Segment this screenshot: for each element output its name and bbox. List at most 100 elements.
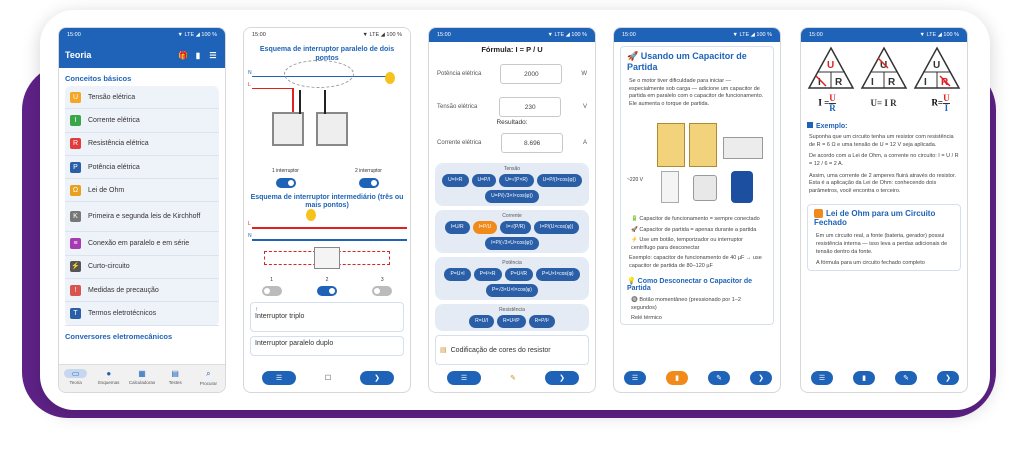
topic-icon: Ω: [70, 184, 81, 196]
voltage-label: ~220 V: [627, 176, 643, 183]
nav-icon: ▭: [64, 369, 88, 378]
status-time: 15:00: [809, 32, 823, 38]
topic-icon: K: [70, 211, 81, 223]
nav-label: Esquemas: [98, 380, 120, 385]
formula-button[interactable]: I=P/U: [472, 221, 498, 234]
theory-item[interactable]: ≡Conexão em paralelo e em série: [65, 232, 219, 256]
pencil-icon[interactable]: ✎: [510, 375, 516, 382]
formula-button[interactable]: U=√(P×R): [499, 174, 534, 187]
field-voltage-input[interactable]: 230: [499, 96, 562, 117]
switch-1-toggle[interactable]: [275, 177, 296, 188]
formula-button[interactable]: P=√3×U×I×cos(φ): [486, 284, 538, 297]
nav-icon: ⌕: [206, 369, 211, 378]
list-button[interactable]: ☰: [811, 371, 833, 385]
formula-group-title: Tensão: [503, 166, 521, 172]
menu-icon[interactable]: ☰: [209, 50, 217, 60]
formula-button[interactable]: P=U²/R: [504, 268, 534, 281]
next-button[interactable]: ❯: [360, 371, 394, 385]
link-resistor-colors[interactable]: ▤ Codificação de cores do resistor: [435, 335, 589, 365]
topic-icon: ⚡: [70, 261, 81, 273]
status-icons: ▼ LTE ◢ 100 %: [547, 32, 587, 38]
theory-item-label: Termos eletrotécnicos: [88, 310, 157, 318]
nav-label: Testes: [168, 380, 182, 385]
label-l: L: [248, 81, 251, 88]
closed-circuit-text-2: A fórmula para um circuito fechado compl…: [816, 260, 925, 267]
status-bar: 15:00 ▼ LTE ◢ 100 %: [429, 28, 595, 42]
gift-icon[interactable]: 🎁: [178, 50, 188, 60]
link-resistor-colors-label: Codificação de cores do resistor: [450, 346, 551, 354]
next-button[interactable]: ❯: [545, 371, 579, 385]
formula-button[interactable]: P=I²×R: [473, 268, 502, 281]
bookmark-button[interactable]: ▮: [853, 371, 875, 385]
formula-button[interactable]: R=U/I: [469, 315, 495, 328]
switch-toggles: [244, 177, 410, 188]
theory-item-label: Resistência elétrica: [88, 140, 149, 148]
switch-2-toggle[interactable]: [316, 286, 337, 296]
nav-icon: ▦: [138, 369, 146, 378]
theory-item[interactable]: !Medidas de precaução: [65, 279, 219, 303]
nav-item[interactable]: ▭ Teoria: [59, 365, 92, 392]
formula-button[interactable]: R=U²/P: [497, 315, 526, 328]
live-wire-drop: [292, 87, 294, 118]
switch-2-box: [316, 111, 348, 146]
switch-2-toggle[interactable]: [358, 177, 379, 188]
next-button[interactable]: ❯: [750, 371, 772, 385]
theory-item[interactable]: T Termos eletrotécnicos: [65, 302, 219, 326]
section-title-basics: Conceitos básicos: [65, 74, 132, 83]
theory-item[interactable]: ⚡Curto-circuito: [65, 256, 219, 280]
nav-item[interactable]: ●Esquemas: [92, 365, 125, 392]
list-button[interactable]: ☰: [262, 371, 296, 385]
switch-1-toggle[interactable]: [261, 286, 282, 296]
book-icon[interactable]: ▮: [195, 50, 201, 60]
field-current-label: Corrente elétrica: [437, 139, 482, 146]
formula-button[interactable]: U=P/(√3×I×cos(φ)): [485, 190, 539, 203]
formula-button[interactable]: I=U/R: [444, 221, 470, 234]
formula-button[interactable]: I=P/(√3×U×cos(φ)): [485, 237, 539, 250]
field-voltage-label: Tensão elétrica: [437, 103, 478, 110]
field-power-input[interactable]: 2000: [500, 63, 563, 84]
theory-item-label: Primeira e segunda leis de Kirchhoff: [88, 213, 201, 221]
capacitor-example: Exemplo: capacitor de funcionamento de 4…: [629, 255, 762, 270]
nav-label: Teoria: [69, 380, 82, 385]
nav-item[interactable]: ▦Calculadoras: [125, 365, 158, 392]
result-label: Resultado:: [496, 119, 528, 126]
formula-button[interactable]: U=P/(I×cos(φ)): [536, 174, 582, 187]
next-button[interactable]: ❯: [937, 371, 959, 385]
topic-icon: T: [70, 308, 81, 320]
link-triple-switch[interactable]: ↑ Interruptor triplo: [250, 302, 404, 332]
topic-icon: ≡: [70, 238, 81, 250]
nav-item[interactable]: ▤Testes: [159, 365, 192, 392]
list-button[interactable]: ☰: [447, 371, 481, 385]
formula-button[interactable]: P=U×I: [444, 268, 471, 281]
edit-button[interactable]: ✎: [708, 371, 730, 385]
formula-button[interactable]: I=√(P/R): [500, 221, 532, 234]
formula-button[interactable]: U=P/I: [471, 174, 497, 187]
switch-3-toggle[interactable]: [372, 286, 393, 296]
formula-button[interactable]: I=P/(U×cos(φ)): [534, 221, 580, 234]
theory-item[interactable]: K Primeira e segunda leis de Kirchhoff: [65, 202, 219, 233]
formula-button[interactable]: P=U×I×cos(φ): [536, 268, 580, 281]
tri1-r: R: [835, 77, 843, 88]
formula-group-title: Potência: [502, 260, 522, 266]
capacitor-title: 🚀 Usando um Capacitor de Partida: [627, 51, 747, 72]
list-button[interactable]: ☰: [624, 371, 646, 385]
label-n: N: [248, 233, 252, 239]
link-double-switch[interactable]: Interruptor paralelo duplo: [250, 336, 404, 356]
formula-button[interactable]: U=I×R: [442, 174, 469, 187]
bookmark-button[interactable]: ▮: [666, 371, 688, 385]
fullscreen-icon[interactable]: ☐: [324, 375, 332, 382]
nav-item[interactable]: ⌕Procurar: [192, 365, 225, 392]
edit-button[interactable]: ✎: [895, 371, 917, 385]
tri3-r: R: [941, 77, 949, 88]
formula-button[interactable]: R=P/I²: [528, 315, 555, 328]
example-text-2: De acordo com a Lei de Ohm, a corrente n…: [809, 153, 959, 168]
